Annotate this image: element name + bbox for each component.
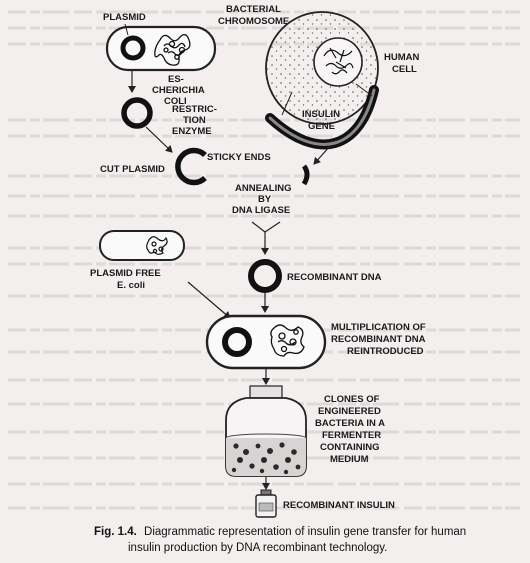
label-multiplication-1: MULTIPLICATION OF xyxy=(331,322,426,333)
label-clones-2: ENGINEERED xyxy=(318,406,381,417)
recombinant-bacterium xyxy=(205,314,327,370)
cut-plasmid xyxy=(175,147,207,186)
plasmid-pointer xyxy=(124,23,129,36)
bacterial-chromosome xyxy=(154,33,191,66)
label-bacterial-2: CHROMOSOME xyxy=(218,16,289,27)
label-annealing-1: ANNEALING xyxy=(235,183,291,194)
label-multiplication-2: RECOMBINANT DNA xyxy=(331,334,426,345)
label-recombinant-dna: RECOMBINANT DNA xyxy=(287,272,382,283)
label-bacterial-1: BACTERIAL xyxy=(226,4,281,15)
plasmid-free-ecoli xyxy=(99,230,185,261)
label-plasmid-free-2: E. coli xyxy=(117,280,145,291)
label-cut-plasmid: CUT PLASMID xyxy=(100,164,165,175)
label-ecoli-2: CHERICHIA xyxy=(152,85,205,96)
recombinant-dna-ring xyxy=(248,259,282,293)
label-clones-1: CLONES OF xyxy=(324,394,380,405)
insulin-gene-fragment xyxy=(301,164,310,186)
label-multiplication-3: REINTRODUCED xyxy=(347,346,424,357)
label-plasmid-free-1: PLASMID FREE xyxy=(90,268,161,279)
label-restriction-1: RESTRIC- xyxy=(172,104,217,115)
figure-caption-line-2: insulin production by DNA recombinant te… xyxy=(128,542,387,554)
label-cell: CELL xyxy=(392,64,417,75)
label-insulin: INSULIN xyxy=(302,109,340,120)
insulin-vial xyxy=(255,489,277,518)
label-gene: GENE xyxy=(308,121,335,132)
arrow-ecoli-to-recombinant xyxy=(187,281,231,319)
label-clones-6: MEDIUM xyxy=(330,454,369,465)
label-restriction-3: ENZYME xyxy=(172,126,212,137)
label-plasmid: PLASMID xyxy=(103,12,146,23)
label-restriction-2: TION xyxy=(183,115,206,126)
figure-caption-line-1: Fig. 1.4. Diagrammatic representation of… xyxy=(94,526,466,538)
label-annealing-3: DNA LIGASE xyxy=(232,205,290,216)
arrow-to-gene-fragment xyxy=(313,145,331,165)
label-recombinant-insulin: RECOMBINANT INSULIN xyxy=(283,500,395,511)
bacterium-with-plasmid xyxy=(105,25,217,72)
label-clones-4: FERMENTER xyxy=(322,430,381,441)
caption-text-1: Diagrammatic representation of insulin g… xyxy=(144,526,466,538)
isolated-plasmid xyxy=(121,97,153,129)
label-clones-5: CONTAINING xyxy=(320,442,379,453)
label-clones-3: BACTERIA IN A xyxy=(315,418,385,429)
arrow-to-cut-plasmid xyxy=(145,126,173,153)
plasmid-ring xyxy=(120,35,146,61)
human-cell-nucleus xyxy=(313,37,363,87)
annealing-connector xyxy=(251,221,281,255)
label-annealing-2: BY xyxy=(258,194,272,205)
label-ecoli-1: ES- xyxy=(168,74,184,85)
human-chromosomes xyxy=(323,47,354,75)
label-ecoli-3: COLI xyxy=(164,96,187,107)
figure-label: Fig. 1.4. xyxy=(94,526,137,538)
label-sticky-ends: STICKY ENDS xyxy=(207,152,271,163)
fermenter xyxy=(225,385,307,477)
label-human: HUMAN xyxy=(384,52,419,63)
human-cell xyxy=(265,11,379,150)
